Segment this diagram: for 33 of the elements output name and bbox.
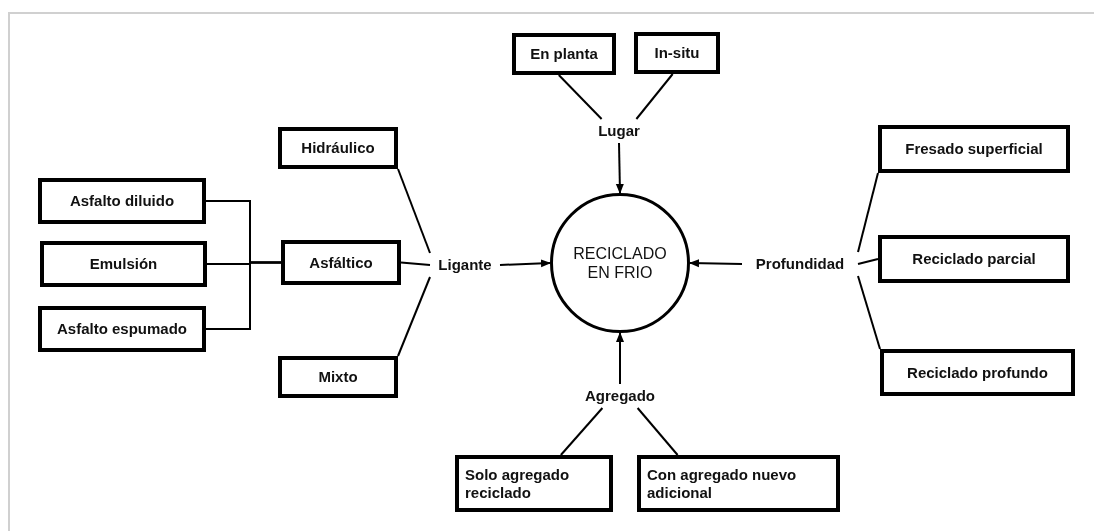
category-box: Fresado superficial: [878, 125, 1070, 173]
arrow: [615, 142, 624, 194]
category-box: Asfáltico: [281, 240, 401, 285]
category-box: Solo agregado reciclado: [455, 455, 613, 512]
connector-line: [205, 261, 282, 330]
category-label: Ligante: [430, 253, 500, 277]
connector-line: [635, 73, 674, 120]
connector-line: [636, 407, 679, 456]
category-label: Profundidad: [742, 252, 858, 276]
connector-line: [397, 276, 431, 357]
category-box: Asfalto diluido: [38, 178, 206, 224]
category-box: Emulsión: [40, 241, 207, 287]
connector-line: [857, 258, 879, 265]
category-box: In-situ: [634, 32, 720, 74]
category-box: Reciclado profundo: [880, 349, 1075, 396]
connector-line: [857, 172, 879, 253]
circle-node: RECICLADO EN FRIO: [550, 193, 690, 333]
connector-line: [857, 275, 881, 350]
arrow: [689, 259, 743, 268]
category-box: Con agregado nuevo adicional: [637, 455, 840, 512]
category-box: En planta: [512, 33, 616, 75]
connector-line: [400, 261, 431, 266]
connector-line: [397, 168, 431, 254]
category-label: Agregado: [576, 384, 664, 408]
connector-line: [557, 74, 603, 120]
category-box: Mixto: [278, 356, 398, 398]
category-box: Hidráulico: [278, 127, 398, 169]
category-box: Asfalto espumado: [38, 306, 206, 352]
arrow: [616, 332, 624, 385]
arrow: [499, 259, 551, 268]
category-box: Reciclado parcial: [878, 235, 1070, 283]
connector-line: [559, 407, 604, 456]
category-label: Lugar: [590, 119, 648, 143]
